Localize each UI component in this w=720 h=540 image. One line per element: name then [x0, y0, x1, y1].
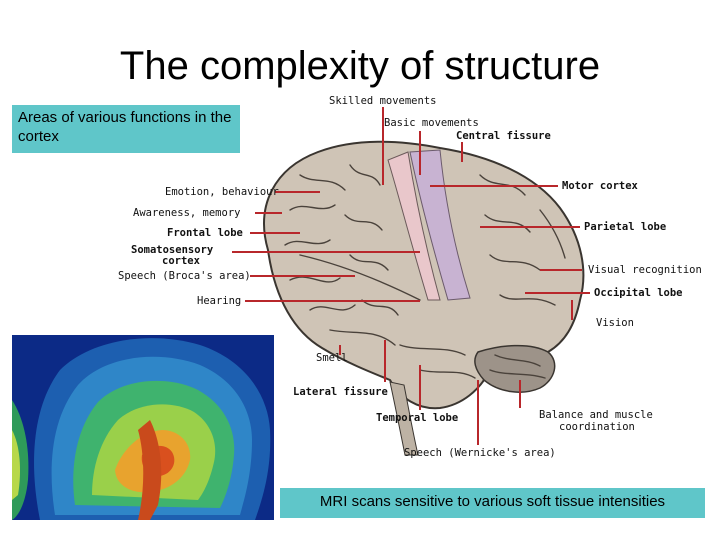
label-hearing: Hearing [197, 295, 242, 307]
label-basic-movements: Basic movements [384, 117, 479, 129]
label-temporal-lobe: Temporal lobe [376, 412, 459, 424]
label-motor-cortex: Motor cortex [562, 180, 638, 192]
label-speech-broca: Speech (Broca's area) [118, 270, 251, 282]
label-occipital-lobe: Occipital lobe [594, 287, 683, 299]
label-frontal-lobe: Frontal lobe [167, 227, 243, 239]
label-central-fissure: Central fissure [456, 130, 551, 142]
label-lateral-fissure: Lateral fissure [293, 386, 388, 398]
label-skilled-movements: Skilled movements [329, 95, 437, 107]
label-balance: Balance and muscle [539, 409, 653, 421]
cortex-caption: Areas of various functions in the cortex [12, 105, 240, 153]
leader-lines [232, 107, 590, 445]
label-somatosensory: Somatosensory [131, 244, 214, 256]
label-vision: Vision [596, 317, 634, 329]
label-awareness-memory: Awareness, memory [133, 207, 241, 219]
label-balance-coordination: coordination [559, 421, 635, 433]
label-emotion-behaviour: Emotion, behaviour [165, 186, 279, 198]
mri-scan-image [12, 335, 274, 520]
brain-illustration [263, 140, 585, 456]
label-visual-recognition: Visual recognition [588, 264, 702, 276]
label-somatosensory-cortex: cortex [162, 255, 200, 267]
slide-title: The complexity of structure [119, 44, 601, 88]
mri-caption: MRI scans sensitive to various soft tiss… [280, 488, 705, 518]
label-speech-wernicke: Speech (Wernicke's area) [404, 447, 556, 459]
label-smell: Smell [316, 352, 348, 364]
label-parietal-lobe: Parietal lobe [584, 221, 667, 233]
